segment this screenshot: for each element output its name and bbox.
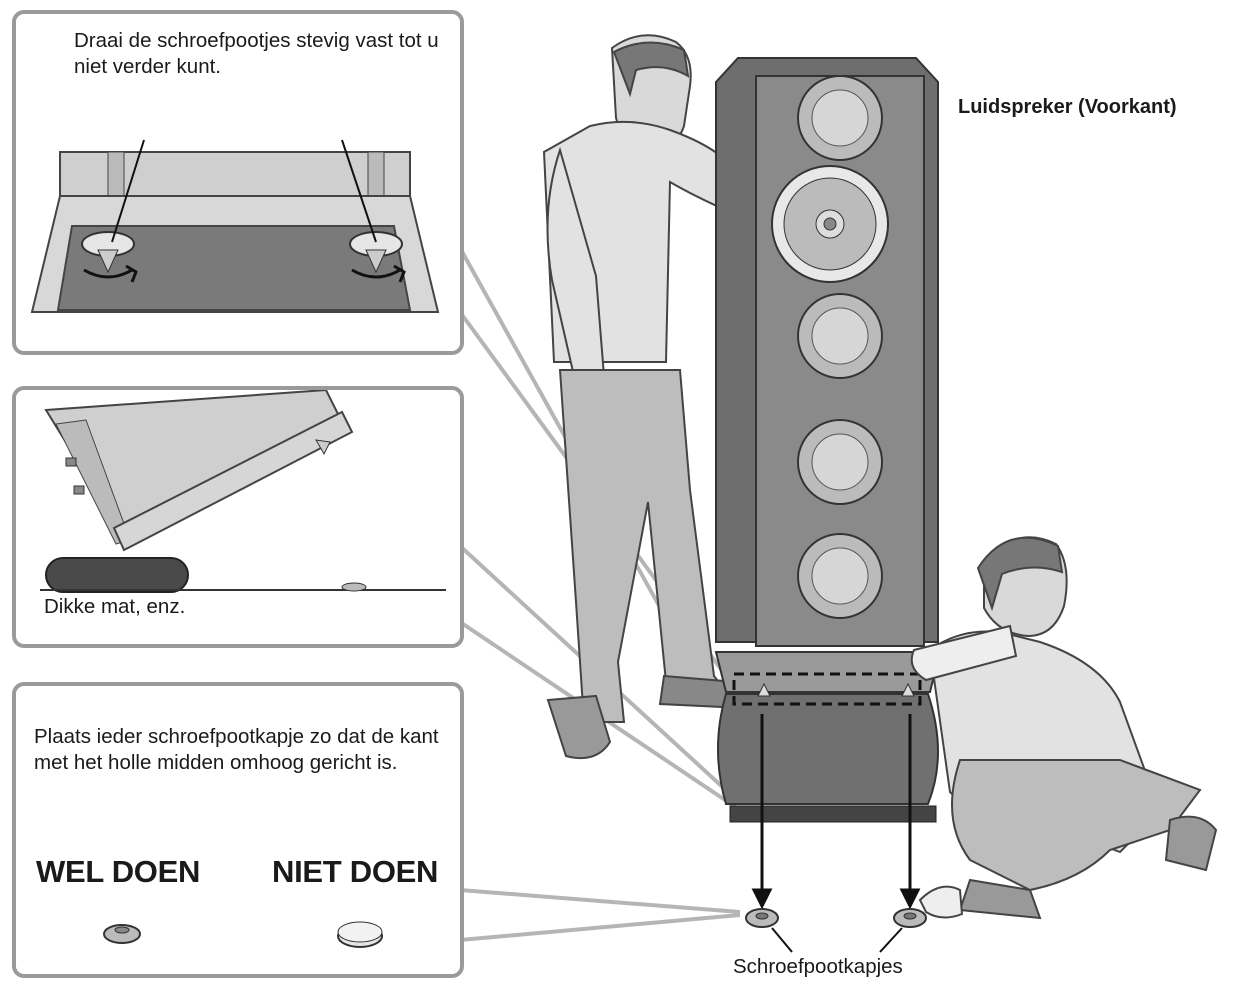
panel-tighten-spikes: Draai de schroefpootjes stevig vast tot … bbox=[12, 10, 464, 355]
correct-cap-icon bbox=[103, 924, 141, 944]
woofer-3 bbox=[797, 419, 883, 505]
dont-label: NIET DOEN bbox=[272, 854, 439, 889]
caps-leader-lines bbox=[771, 927, 903, 953]
spike-cap-left bbox=[745, 908, 779, 928]
panel-thick-mat: Dikke mat, enz. bbox=[12, 386, 464, 648]
tighten-instruction: Draai de schroefpootjes stevig vast tot … bbox=[74, 29, 439, 78]
spike-area-highlight bbox=[732, 672, 922, 706]
speaker-illustration bbox=[714, 57, 942, 823]
woofer-4 bbox=[797, 533, 883, 619]
incorrect-cap-icon bbox=[337, 921, 383, 948]
woofer-2 bbox=[797, 293, 883, 379]
panel-cap-orientation: Plaats ieder schroefpootkapje zo dat de … bbox=[12, 682, 464, 978]
base-closeup-drawing bbox=[30, 139, 440, 313]
tilted-speaker-drawing bbox=[40, 390, 446, 593]
tweeter-unit bbox=[771, 165, 889, 283]
speaker-front-label: Luidspreker (Voorkant) bbox=[958, 96, 1177, 118]
spike-cap-right bbox=[893, 908, 927, 928]
down-arrows bbox=[751, 714, 921, 910]
spike-caps-label: Schroefpootkapjes bbox=[733, 955, 903, 978]
woofer-1 bbox=[797, 75, 883, 161]
do-label: WEL DOEN bbox=[36, 854, 201, 889]
thick-mat-label: Dikke mat, enz. bbox=[44, 595, 186, 618]
kneeling-person bbox=[910, 536, 1218, 920]
cap-orientation-instruction: Plaats ieder schroefpootkapje zo dat de … bbox=[34, 725, 439, 774]
